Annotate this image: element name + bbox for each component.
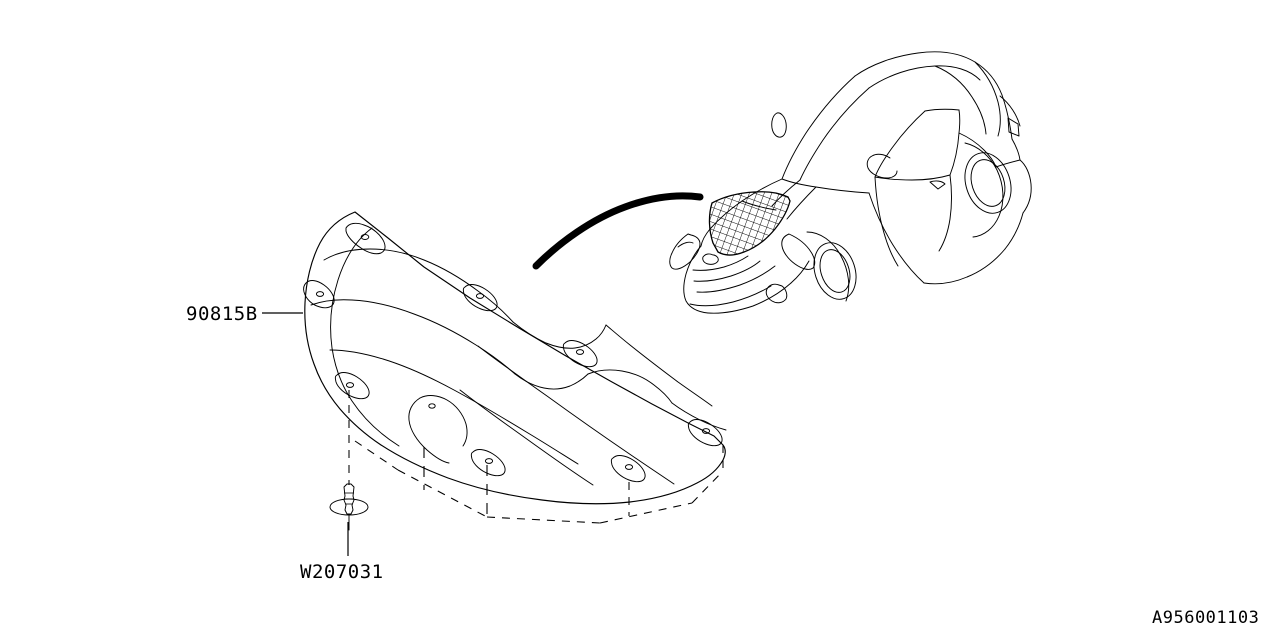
part-label-clip: W207031 <box>300 561 384 583</box>
vehicle-front-tire-inner <box>819 249 851 293</box>
vehicle-quarter-glass <box>958 132 997 168</box>
vehicle-door-shutline-rear <box>938 174 952 252</box>
vehicle-headlight-left <box>669 233 701 270</box>
vehicle-antenna <box>771 112 787 138</box>
vehicle-rear-wheel <box>964 152 1012 214</box>
vehicle-side-window-divider <box>924 108 960 112</box>
vehicle-rear-tire-inner <box>970 159 1006 207</box>
clip-flange <box>329 498 369 516</box>
insulator-bead-upper-left <box>323 248 514 323</box>
vehicle-front-bumper <box>683 245 709 314</box>
insulator-lower-crease <box>329 349 579 465</box>
vehicle-front-wheel <box>813 242 857 300</box>
insulator-bead-upper-right-2 <box>605 324 713 407</box>
vehicle-cowl-line <box>781 178 870 194</box>
insulator-fold-diagonal <box>477 345 675 485</box>
insulator-bead-upper-right <box>512 321 607 349</box>
insulator-center-crease-3 <box>587 369 673 404</box>
vehicle-front-splitter <box>689 285 772 307</box>
vehicle-spoiler-lip <box>999 95 1021 127</box>
part-label-insulator: 90815B <box>186 303 258 325</box>
vehicle-front-wheel-arch <box>806 231 850 302</box>
vehicle-hood-seam-cowl <box>741 200 777 211</box>
vehicle-hood-crease-2 <box>786 186 817 220</box>
insulator-fold-diagonal-2 <box>459 389 594 486</box>
vehicle-headlight-right <box>781 233 816 270</box>
vehicle-bumper-lower <box>707 282 792 314</box>
clip-hole-left-lower <box>334 372 370 400</box>
insulator-emboss-hole <box>428 403 436 409</box>
clip-hole-left-middle <box>303 280 335 309</box>
vehicle-roof-seam <box>868 65 981 89</box>
insulator-emboss-pocket-lip <box>419 395 468 447</box>
vehicle-hood-front-edge <box>700 228 711 247</box>
vehicle-door-handle <box>929 180 946 190</box>
hood-insulator-part <box>303 211 727 524</box>
vehicle-bumper-intake <box>692 255 749 271</box>
vehicle-windshield-left <box>781 75 856 180</box>
vehicle-rear-wheel-arch <box>964 142 1004 238</box>
insulator-emboss-pocket <box>408 397 450 464</box>
insulator-inner-rim <box>330 227 400 447</box>
vehicle-side-window-3 <box>949 109 961 176</box>
locator-arrow-icon <box>532 192 704 270</box>
vehicle-fog-lamp <box>765 283 788 304</box>
vehicle-rear-quarter <box>995 159 1021 168</box>
vehicle-rocker-panel-2 <box>923 248 1006 285</box>
vehicle-roof-outline <box>854 51 1003 96</box>
insulator-depth-projection <box>354 440 724 524</box>
vehicle-rear-body <box>1019 159 1032 214</box>
insulator-clip-part <box>329 390 369 531</box>
drawing-code: A956001103 <box>1152 608 1259 628</box>
insulator-outline <box>304 211 726 505</box>
vehicle-bumper-intake-3 <box>696 265 776 293</box>
vehicle-bumper-intake-2 <box>693 260 761 282</box>
vehicle-side-window <box>874 110 926 178</box>
vehicle-side-window-2 <box>874 174 951 181</box>
locator-arrow-taper <box>658 194 703 201</box>
clip-hole-top-left <box>345 222 386 255</box>
clip-hole-right <box>687 419 723 447</box>
clip-hole-upper-center <box>462 284 498 312</box>
clip-hole-bottom-right <box>610 455 646 483</box>
clip-pin-body <box>343 483 355 515</box>
vehicle-door-shutline <box>874 176 899 267</box>
vehicle-rear-window-2 <box>934 65 987 135</box>
vehicle-windshield-glass <box>799 87 870 181</box>
clip-hole-upper-right <box>562 340 598 368</box>
vehicle-rocker-panel <box>868 192 925 284</box>
insulator-center-crease <box>310 299 516 375</box>
insulator-center-crease-4 <box>671 402 727 431</box>
vehicle-emblem <box>702 253 719 265</box>
vehicle-rocker-panel-3 <box>1004 212 1024 250</box>
callout-W207031[interactable]: W207031 <box>300 522 384 583</box>
vehicle-spoiler-detail <box>1007 117 1020 137</box>
vehicle-reference-illustration <box>669 51 1032 314</box>
vehicle-door-mirror <box>866 153 898 179</box>
vehicle-rear-deck <box>1011 138 1021 161</box>
callout-90815B[interactable]: 90815B <box>186 303 303 325</box>
vehicle-bumper-lower-2 <box>790 260 810 284</box>
clip-hole-bottom-center <box>470 449 506 477</box>
vehicle-rear-window <box>974 61 1001 137</box>
hood-insulator-location-hatch <box>708 191 791 256</box>
vehicle-headlight-left-inner <box>677 241 694 248</box>
